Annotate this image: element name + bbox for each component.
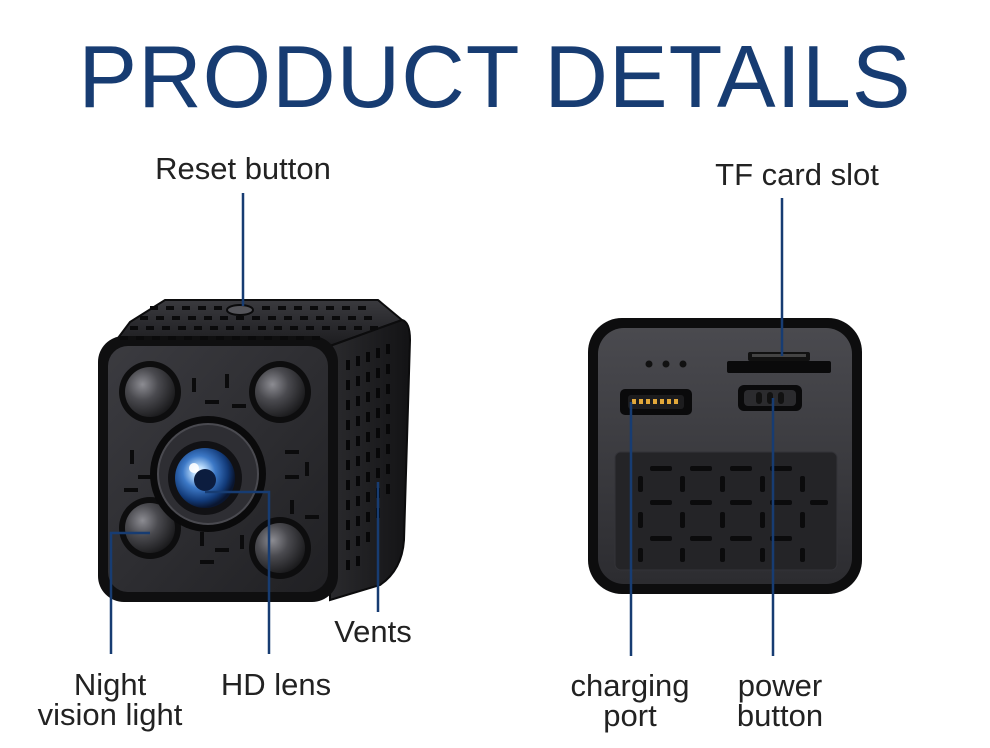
- night-vision-leds: [119, 361, 311, 579]
- label-night-vision-light: Night vision light: [28, 667, 192, 732]
- camera-front-view: [98, 299, 412, 602]
- label-power-button: power button: [722, 668, 838, 733]
- leader-lines: [109, 193, 784, 656]
- power-button: [738, 385, 802, 411]
- hd-lens-line: [205, 490, 271, 654]
- label-night-vision-line1: Night: [73, 667, 147, 702]
- label-power-button-line2: button: [736, 698, 824, 733]
- label-vents: Vents: [334, 614, 412, 649]
- label-night-vision-line2: vision light: [37, 697, 183, 732]
- label-reset-button: Reset button: [155, 151, 331, 186]
- page-title: PRODUCT DETAILS: [78, 27, 912, 126]
- night-vision-line: [109, 531, 150, 654]
- label-charging-port: charging port: [566, 668, 694, 733]
- label-tf-card-slot: TF card slot: [715, 157, 879, 192]
- label-power-button-line1: power: [737, 668, 823, 703]
- label-hd-lens: HD lens: [220, 667, 332, 702]
- reset-button-hole: [226, 304, 254, 316]
- label-charging-port-line1: charging: [570, 668, 690, 703]
- hd-lens: [150, 416, 266, 532]
- label-charging-port-line2: port: [603, 698, 657, 733]
- tf-card-slot: [727, 352, 831, 373]
- camera-back-view: [588, 318, 862, 594]
- charging-port: [620, 389, 692, 415]
